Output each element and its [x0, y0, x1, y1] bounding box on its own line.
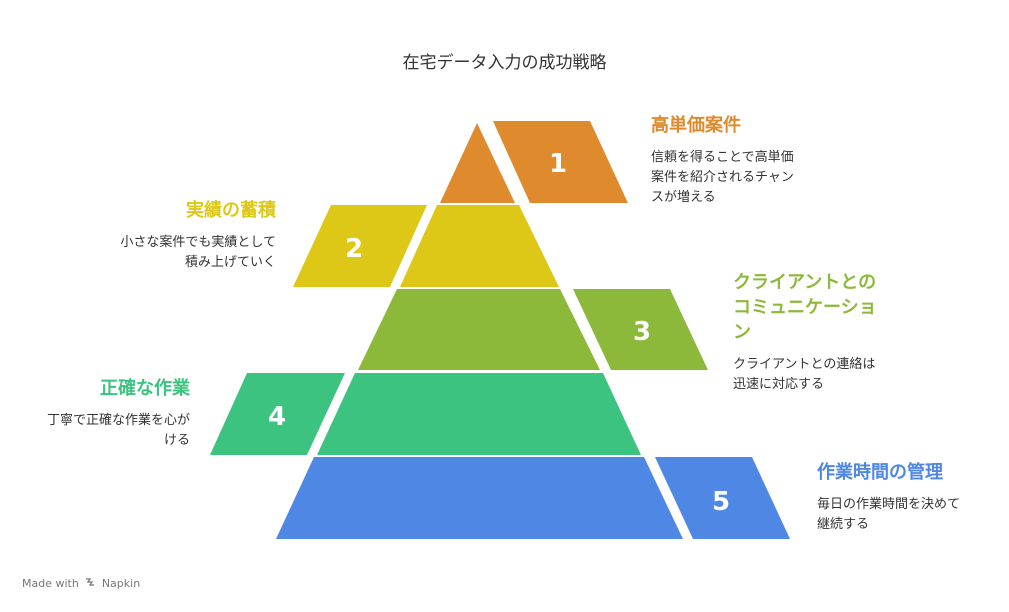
level-3-tab [573, 289, 708, 370]
level-5-description: 毎日の作業時間を決めて継続する [817, 497, 961, 532]
napkin-logo-icon [85, 577, 95, 590]
level-5-label: 作業時間の管理 毎日の作業時間を決めて継続する [817, 460, 967, 535]
level-1-label: 高単価案件 信頼を得ることで高単価案件を紹介されるチャンスが増える [651, 113, 801, 208]
pyramid-layer-3 [358, 289, 600, 370]
level-3-label: クライアントとのコミュニケーション クライアントとの連絡は迅速に対応する [733, 270, 883, 395]
diagram-title: 在宅データ入力の成功戦略 [402, 53, 607, 73]
footer-attribution: Made with Napkin [22, 577, 140, 590]
level-4-number: 4 [268, 402, 286, 432]
level-4-tab [210, 373, 345, 455]
level-1-tab [493, 121, 628, 203]
level-4-heading: 正確な作業 [100, 378, 190, 399]
footer-brand: Napkin [101, 577, 141, 590]
level-3-number: 3 [633, 317, 651, 347]
pyramid-layer-1 [440, 123, 515, 203]
level-1-description: 信頼を得ることで高単価案件を紹介されるチャンスが増える [651, 150, 794, 205]
level-4-description: 丁寧で正確な作業を心がける [46, 413, 190, 448]
level-3-description: クライアントとの連絡は迅速に対応する [733, 357, 876, 392]
level-2-number: 2 [345, 234, 363, 264]
pyramid-layer-5 [276, 457, 683, 539]
level-2-description: 小さな案件でも実績として積み上げていく [120, 235, 276, 270]
level-2-tab [293, 205, 427, 287]
level-1-number: 1 [549, 149, 567, 179]
level-2-heading: 実績の蓄積 [186, 200, 276, 221]
level-5-tab [655, 457, 790, 539]
level-1-heading: 高単価案件 [651, 115, 741, 136]
level-5-number: 5 [712, 487, 730, 517]
level-4-label: 正確な作業 丁寧で正確な作業を心がける [40, 376, 190, 451]
level-3-heading: クライアントとのコミュニケーション [733, 272, 877, 343]
level-5-heading: 作業時間の管理 [817, 462, 943, 483]
level-2-label: 実績の蓄積 小さな案件でも実績として積み上げていく [120, 198, 276, 273]
pyramid-layer-4 [317, 373, 641, 455]
pyramid-layer-2 [400, 205, 559, 287]
footer-made-with: Made with [22, 577, 79, 590]
